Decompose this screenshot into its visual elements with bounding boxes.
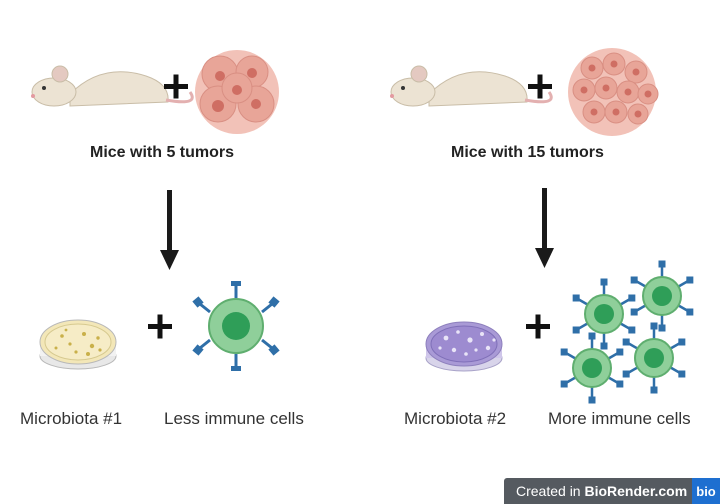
group-label-right: Mice with 15 tumors xyxy=(451,144,604,161)
immune-cell-icon-left xyxy=(192,281,280,371)
tumor-icon-right xyxy=(568,48,659,136)
watermark-prefix: Created in xyxy=(516,483,581,499)
biorender-watermark[interactable]: Created in BioRender.com bio xyxy=(504,478,720,504)
immune-cell-icon-right xyxy=(560,332,624,404)
tumor-icon-left xyxy=(195,50,279,134)
immune-cell-icon-right xyxy=(630,260,694,332)
immune-label-left: Less immune cells xyxy=(164,409,304,428)
arrow-down-icon-left xyxy=(160,190,179,270)
microbiota-label-left: Microbiota #1 xyxy=(20,409,123,428)
microbiota-label-right: Microbiota #2 xyxy=(404,409,507,428)
group-label-left: Mice with 5 tumors xyxy=(90,144,235,161)
mouse-icon-right xyxy=(390,65,553,107)
plus-icon-left-top xyxy=(164,74,188,99)
petri-dish-icon-left xyxy=(39,319,117,370)
mouse-icon-left xyxy=(31,65,194,107)
immune-cells-group-right xyxy=(560,260,694,404)
watermark-brand: BioRender.com xyxy=(584,483,688,499)
plus-icon-left-bottom xyxy=(148,314,172,339)
biorender-logo-icon: bio xyxy=(692,478,720,504)
immune-label-right: More immune cells xyxy=(548,409,691,428)
watermark-text: Created in BioRender.com xyxy=(504,483,692,499)
immune-cell-icon-right xyxy=(622,322,686,394)
petri-dish-icon-right xyxy=(425,321,503,372)
plus-icon-right-top xyxy=(528,74,552,99)
immune-cell-icon-right xyxy=(572,278,636,350)
arrow-down-icon-right xyxy=(535,188,554,268)
plus-icon-right-bottom xyxy=(526,314,550,339)
